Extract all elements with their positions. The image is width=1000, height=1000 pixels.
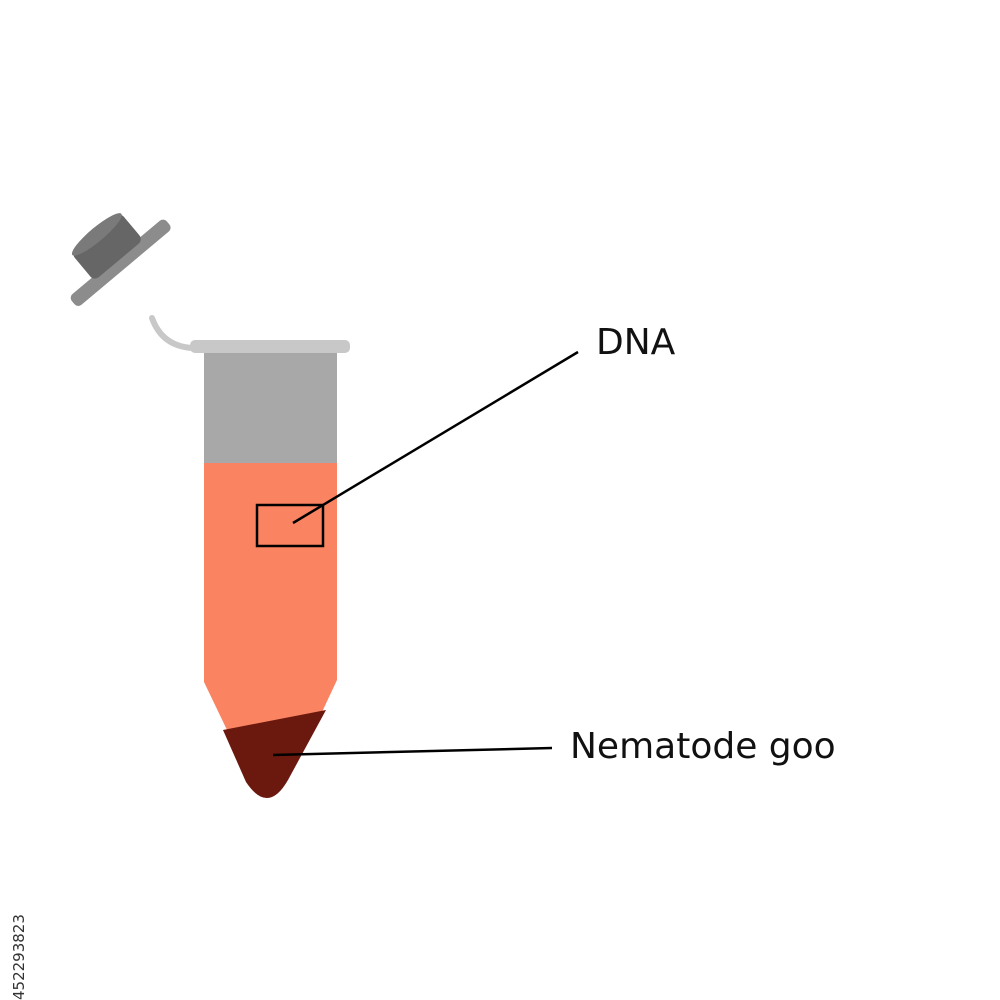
stock-image-id: 452293823 (10, 914, 28, 1000)
nematode-goo-label: Nematode goo (570, 726, 836, 767)
dna-leader-line (292, 350, 579, 525)
dna-highlight-box (255, 503, 325, 548)
dna-label: DNA (596, 322, 676, 363)
tube-lid (70, 213, 171, 306)
lid-hinge (149, 315, 195, 351)
lid-plug (73, 214, 141, 279)
tube-liquid (204, 463, 337, 730)
tube-rim (190, 340, 350, 353)
lid-flange (70, 219, 171, 306)
tube-empty-space (204, 353, 337, 463)
lid-plug-top (71, 213, 122, 256)
nematode-goo-leader-line (272, 746, 553, 757)
